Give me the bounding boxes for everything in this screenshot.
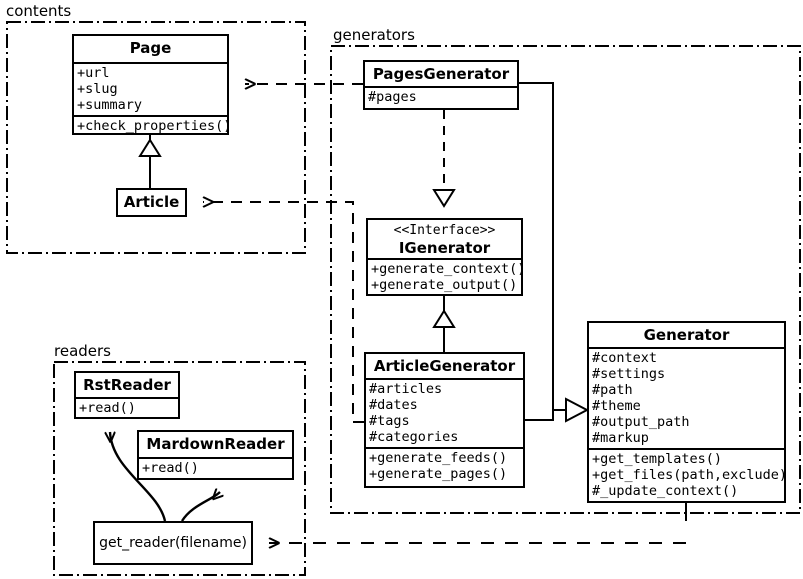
class-title-section: <<Interface>> IGenerator xyxy=(368,220,521,258)
class-title-section: RstReader xyxy=(76,373,178,397)
relation-pagesgenerator-inherits-generator xyxy=(519,82,566,411)
class-operations-section: +read() xyxy=(76,397,178,418)
package-label-contents: contents xyxy=(4,2,74,20)
function-name-get-reader: get_reader(filename) xyxy=(99,535,247,551)
class-stereotype-interface: <<Interface>> xyxy=(393,223,496,238)
relation-articlegenerator-uses-article xyxy=(203,202,364,423)
class-attribute: #context xyxy=(592,350,658,366)
class-attributes-section: #context #settings #path #theme #output_… xyxy=(589,347,784,448)
class-attribute: +url xyxy=(77,65,110,81)
class-operation: #_update_context() xyxy=(592,483,739,499)
function-box-get-reader[interactable]: get_reader(filename) xyxy=(93,521,253,565)
class-operation: +generate_pages() xyxy=(369,466,508,482)
relation-articlegenerator-inherits-generator xyxy=(525,409,566,421)
relation-generator-uses-get_reader xyxy=(269,503,687,543)
class-title-section: MardownReader xyxy=(139,432,292,457)
class-operation: +read() xyxy=(142,460,199,476)
class-name-igenerator: IGenerator xyxy=(398,239,491,257)
class-attributes-section: +url +slug +summary xyxy=(74,62,227,115)
class-attribute: #settings xyxy=(592,366,666,382)
class-operation: +read() xyxy=(79,400,136,416)
class-operations-section: +get_templates() +get_files(path,exclude… xyxy=(589,448,788,501)
class-attribute: #theme xyxy=(592,398,641,414)
relation-get_reader-returns-mardownreader xyxy=(180,492,220,522)
class-operation: +generate_context() xyxy=(371,261,526,277)
class-operation: +generate_output() xyxy=(371,277,518,293)
class-title-section: ArticleGenerator xyxy=(366,354,523,378)
class-box-article[interactable]: Article xyxy=(116,188,187,217)
package-label-generators: generators xyxy=(331,26,417,44)
class-attributes-section: #articles #dates #tags #categories xyxy=(366,378,523,447)
class-box-generator[interactable]: Generator #context #settings #path #them… xyxy=(587,321,788,503)
class-operations-section: +check_properties() xyxy=(74,115,232,136)
class-box-page[interactable]: Page +url +slug +summary +check_properti… xyxy=(72,34,232,136)
class-attribute: #path xyxy=(592,382,633,398)
class-operation: +get_files(path,exclude) xyxy=(592,467,788,483)
relation-articlegenerator-inherits-igenerator xyxy=(432,296,456,352)
class-title-section: Page xyxy=(74,36,227,62)
class-attribute: #categories xyxy=(369,429,459,445)
class-box-rstreader[interactable]: RstReader +read() xyxy=(74,371,180,419)
class-attribute: #tags xyxy=(369,413,410,429)
class-operations-section: +read() xyxy=(139,457,292,478)
class-name-articlegenerator: ArticleGenerator xyxy=(373,357,516,375)
class-attribute: #dates xyxy=(369,397,418,413)
class-box-igenerator[interactable]: <<Interface>> IGenerator +generate_conte… xyxy=(366,218,526,296)
relation-article-inherits-page xyxy=(138,135,162,188)
class-title-section: PagesGenerator xyxy=(365,62,517,86)
class-operations-section: +generate_context() +generate_output() xyxy=(368,258,526,295)
class-operation: +generate_feeds() xyxy=(369,450,508,466)
package-label-readers: readers xyxy=(52,342,113,360)
class-attribute: #pages xyxy=(368,89,417,105)
class-name-article: Article xyxy=(123,193,180,211)
relation-pagesgenerator-realizes-igenerator xyxy=(432,110,456,208)
class-attribute: #articles xyxy=(369,381,443,397)
class-name-rstreader: RstReader xyxy=(83,376,171,394)
class-name-generator: Generator xyxy=(643,326,730,344)
class-attributes-section: #pages xyxy=(365,86,517,107)
class-title-section: Generator xyxy=(589,323,784,347)
class-attribute: #markup xyxy=(592,430,649,446)
class-title-section: Article xyxy=(118,190,185,216)
class-operation: +get_templates() xyxy=(592,451,723,467)
generalization-arrowhead-generator xyxy=(565,397,590,423)
class-name-mardownreader: MardownReader xyxy=(146,435,285,453)
class-box-pagesgenerator[interactable]: PagesGenerator #pages xyxy=(363,60,519,110)
class-attribute: #output_path xyxy=(592,414,690,430)
class-operations-section: +generate_feeds() +generate_pages() xyxy=(366,447,523,484)
class-name-pagesgenerator: PagesGenerator xyxy=(372,65,510,83)
class-box-mardownreader[interactable]: MardownReader +read() xyxy=(137,430,294,480)
class-name-page: Page xyxy=(129,39,172,57)
class-attribute: +slug xyxy=(77,81,118,97)
class-attribute: +summary xyxy=(77,97,143,113)
class-box-articlegenerator[interactable]: ArticleGenerator #articles #dates #tags … xyxy=(364,352,525,488)
class-operation: +check_properties() xyxy=(77,118,232,134)
